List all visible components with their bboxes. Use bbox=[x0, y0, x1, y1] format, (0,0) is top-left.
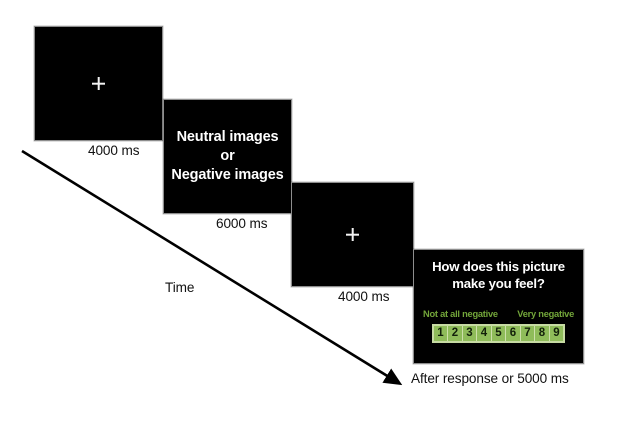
screen-stimulus: Neutral images or Negative images bbox=[163, 99, 292, 214]
rating-scale[interactable]: 1 2 3 4 5 6 7 8 9 bbox=[431, 323, 566, 343]
rating-scale-button-8[interactable]: 8 bbox=[535, 325, 550, 341]
screen-rating-duration: After response or 5000 ms bbox=[411, 371, 569, 386]
rating-anchor-high: Very negative bbox=[517, 308, 574, 319]
screen-stimulus-content: Neutral images or Negative images bbox=[164, 100, 291, 213]
rating-scale-button-2[interactable]: 2 bbox=[448, 325, 463, 341]
rating-anchor-row: Not at all negative Very negative bbox=[414, 309, 583, 319]
stimulus-line-2: or bbox=[220, 147, 235, 164]
fixation-cross-icon bbox=[92, 77, 105, 90]
rating-question-line-2: make you feel? bbox=[452, 275, 545, 291]
screen-fixation-1 bbox=[34, 26, 163, 141]
rating-content: How does this picture make you feel? Not… bbox=[414, 250, 583, 363]
rating-scale-button-7[interactable]: 7 bbox=[520, 325, 536, 341]
fixation-cross-icon bbox=[346, 228, 359, 241]
screen-fixation-2-duration: 4000 ms bbox=[338, 289, 390, 304]
rating-scale-button-5[interactable]: 5 bbox=[491, 325, 507, 341]
time-axis-label: Time bbox=[165, 280, 195, 295]
rating-question-line-1: How does this picture bbox=[432, 259, 565, 274]
rating-anchor-low: Not at all negative bbox=[423, 308, 498, 319]
rating-scale-button-9[interactable]: 9 bbox=[549, 325, 564, 341]
rating-scale-button-1[interactable]: 1 bbox=[433, 325, 449, 341]
rating-scale-button-3[interactable]: 3 bbox=[462, 325, 478, 341]
screen-fixation-2-content bbox=[292, 183, 413, 286]
screen-rating: How does this picture make you feel? Not… bbox=[413, 249, 584, 364]
screen-fixation-2 bbox=[291, 182, 414, 287]
screen-fixation-1-content bbox=[35, 27, 162, 140]
screen-stimulus-duration: 6000 ms bbox=[216, 216, 268, 231]
stimulus-line-3: Negative images bbox=[171, 167, 284, 184]
rating-scale-button-6[interactable]: 6 bbox=[506, 325, 521, 341]
screen-fixation-1-duration: 4000 ms bbox=[88, 143, 140, 158]
stimulus-line-1: Neutral images bbox=[176, 128, 279, 145]
rating-scale-button-4[interactable]: 4 bbox=[477, 325, 492, 341]
